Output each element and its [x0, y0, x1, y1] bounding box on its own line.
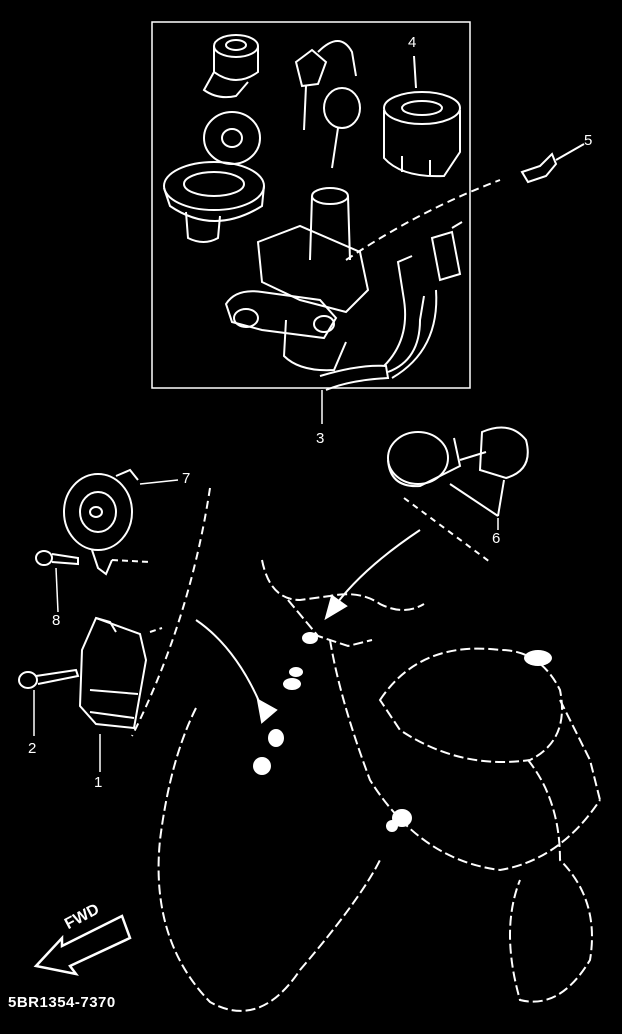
callout-4: 4 — [408, 34, 417, 51]
bolt-2 — [18, 668, 80, 736]
arrow-leader-left — [131, 487, 211, 737]
inset-box — [151, 21, 471, 389]
callout-6: 6 — [492, 530, 501, 547]
diagram-code: 5BR1354-7370 — [8, 994, 116, 1011]
location-spots — [253, 632, 552, 832]
callout-2: 2 — [28, 740, 37, 757]
lock-cylinder — [202, 34, 259, 99]
seat-lock-cap — [163, 111, 265, 243]
cover-part-4 — [383, 55, 461, 178]
scooter-body — [157, 559, 601, 1012]
callout-3: 3 — [316, 430, 325, 447]
screw-5 — [520, 143, 585, 184]
callout-7: 7 — [182, 470, 191, 487]
main-switch-assembly — [224, 179, 501, 424]
keys — [294, 40, 361, 169]
callout-1: 1 — [94, 774, 103, 791]
horn-part-7 — [63, 468, 179, 576]
callout-8: 8 — [52, 612, 61, 629]
relay-part-1 — [78, 616, 163, 772]
arrow-leader-mid — [195, 619, 267, 719]
fwd-arrow — [33, 914, 132, 976]
arrow-leader-right — [331, 529, 421, 611]
callout-5: 5 — [584, 132, 593, 149]
connector-wires — [383, 221, 463, 379]
bolt-8 — [35, 550, 79, 613]
socket-part-6 — [387, 426, 529, 563]
